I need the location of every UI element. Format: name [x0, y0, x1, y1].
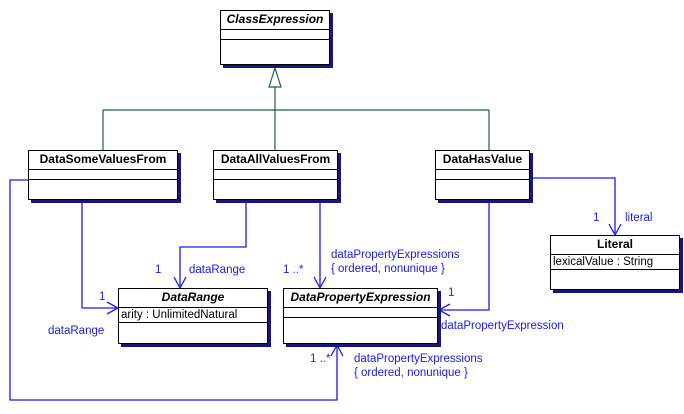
class-attributes-data-range: arity : UnlimitedNatural [119, 308, 267, 323]
class-name-data-all-values-from: DataAllValuesFrom [214, 151, 337, 170]
role-dhv-literal: literal [625, 212, 653, 224]
attribute-arity: arity : UnlimitedNatural [121, 309, 238, 321]
multiplicity-davf-datarange: 1 [155, 264, 162, 276]
class-box-data-range[interactable]: DataRange arity : UnlimitedNatural [118, 288, 268, 344]
class-name-data-range: DataRange [119, 289, 267, 308]
class-operations-literal [551, 270, 679, 280]
role-davf-datarange: dataRange [189, 264, 246, 276]
role-dhv-dpe: dataPropertyExpression [441, 320, 564, 332]
class-name-literal: Literal [551, 236, 679, 255]
class-attributes-data-some-values-from [29, 170, 177, 180]
class-name-data-some-values-from: DataSomeValuesFrom [29, 151, 177, 170]
class-name-class-expression: ClassExpression [221, 11, 329, 30]
arrowhead-dsvf-datarange [106, 301, 120, 315]
class-name-data-property-expression: DataPropertyExpression [284, 289, 437, 308]
constraint-davf-dpe: { ordered, nonunique } [331, 263, 445, 275]
class-attributes-class-expression [221, 30, 329, 40]
multiplicity-dsvf-dpe: 1 ..* [310, 353, 331, 365]
constraint-dsvf-dpe: { ordered, nonunique } [354, 367, 468, 379]
multiplicity-dhv-literal: 1 [593, 212, 600, 224]
class-box-data-all-values-from[interactable]: DataAllValuesFrom [213, 150, 338, 200]
multiplicity-dhv-dpe: 1 [448, 287, 455, 299]
multiplicity-davf-dpe: 1 ..* [283, 264, 304, 276]
generalization-arrowhead [268, 66, 282, 88]
arrowhead-dhv-dpe [437, 303, 451, 317]
class-attributes-literal: lexicalValue : String [551, 255, 679, 270]
class-operations-data-property-expression [284, 318, 437, 328]
class-attributes-data-property-expression [284, 308, 437, 318]
role-davf-dpe: dataPropertyExpressions [331, 249, 460, 261]
generalization-edges [102, 66, 490, 150]
class-box-data-some-values-from[interactable]: DataSomeValuesFrom [28, 150, 178, 200]
class-attributes-data-all-values-from [214, 170, 337, 180]
arrowhead-dhv-literal [608, 223, 622, 237]
attribute-lexical-value: lexicalValue : String [553, 256, 654, 268]
arrowhead-davf-datarange [173, 276, 187, 290]
role-dsvf-dpe: dataPropertyExpressions [354, 353, 483, 365]
class-operations-data-range [119, 323, 267, 333]
class-attributes-data-has-value [436, 170, 529, 180]
class-name-data-has-value: DataHasValue [436, 151, 529, 170]
class-operations-data-has-value [436, 180, 529, 190]
arrowhead-dsvf-dpe [330, 343, 344, 357]
class-box-data-property-expression[interactable]: DataPropertyExpression [283, 288, 438, 344]
class-operations-data-all-values-from [214, 180, 337, 190]
class-box-class-expression[interactable]: ClassExpression [220, 10, 330, 65]
class-box-data-has-value[interactable]: DataHasValue [435, 150, 530, 200]
edge-dhv-literal [530, 177, 616, 233]
multiplicity-dsvf-datarange: 1 [99, 291, 106, 303]
class-box-literal[interactable]: Literal lexicalValue : String [550, 235, 680, 290]
class-operations-class-expression [221, 40, 329, 50]
role-dsvf-datarange: dataRange [48, 325, 105, 337]
arrowhead-davf-dpe [313, 276, 327, 290]
class-operations-data-some-values-from [29, 180, 177, 190]
